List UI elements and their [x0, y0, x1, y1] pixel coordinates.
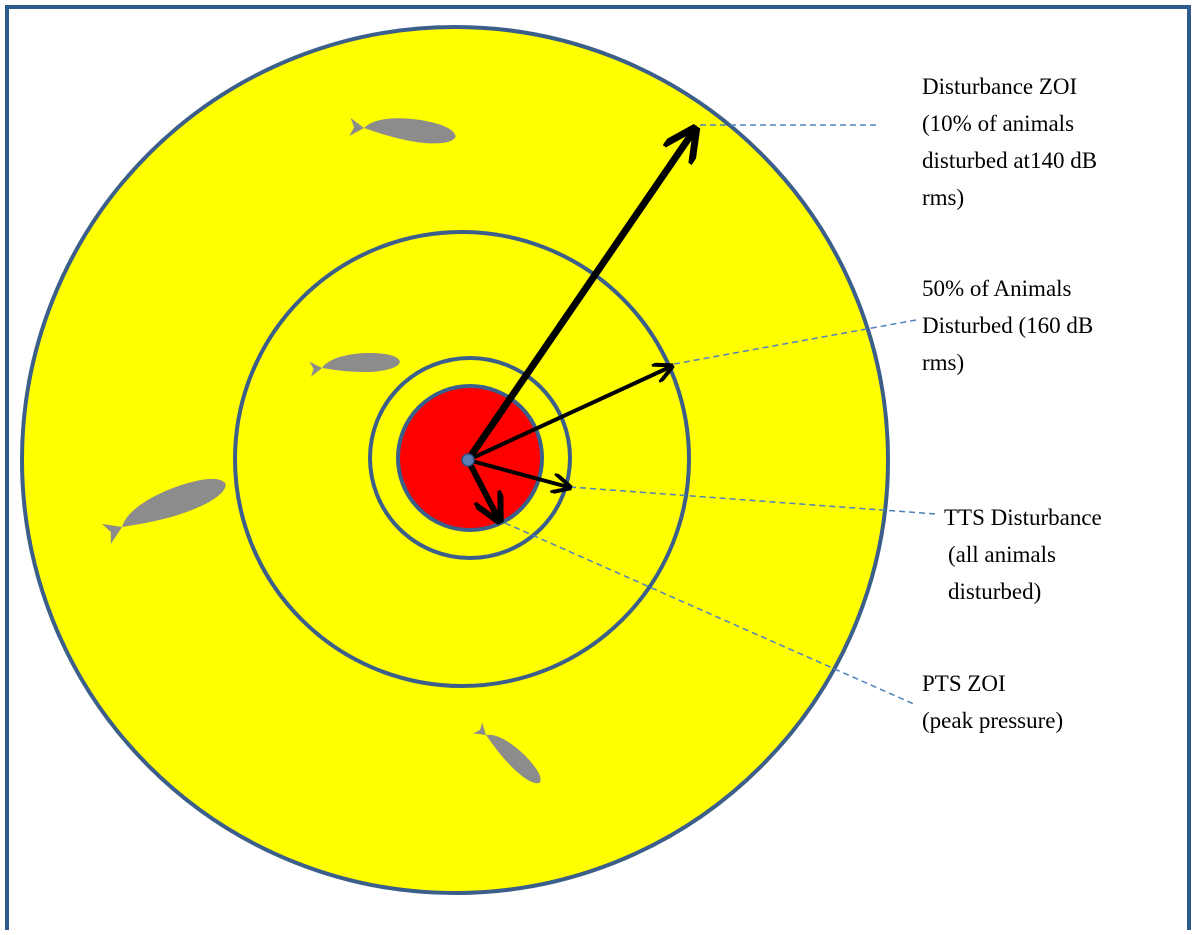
- arrow-50pct-radius: [467, 367, 670, 462]
- frame-border: [5, 5, 1191, 935]
- arrow-pts-radius: [465, 458, 498, 518]
- label-fifty-percent-disturbed: 50% of Animals Disturbed (160 dB rms): [922, 270, 1093, 381]
- label-pts-zoi: PTS ZOI (peak pressure): [922, 665, 1063, 739]
- label-tts-line-3: disturbed): [948, 579, 1042, 604]
- label-50pct-line-1: 50% of Animals: [922, 276, 1072, 301]
- label-50pct-line-3: rms): [922, 350, 965, 375]
- label-pts-line-1: PTS ZOI: [922, 671, 1006, 696]
- leader-line-tts: [569, 486, 937, 515]
- label-disturbance-line-2: (10% of animals: [922, 111, 1075, 136]
- label-disturbance-line-3: disturbed at140 dB: [922, 148, 1098, 173]
- tts-ring: [368, 356, 572, 560]
- label-tts-disturbance: TTS Disturbance (all animals disturbed): [944, 499, 1102, 610]
- leader-line-50pct: [673, 319, 917, 365]
- label-disturbance-line-1: Disturbance ZOI: [922, 74, 1078, 99]
- label-disturbance-line-4: rms): [922, 185, 965, 210]
- label-tts-line-2: (all animals: [948, 542, 1056, 567]
- label-tts-line-1: TTS Disturbance: [944, 505, 1102, 530]
- leader-line-pts: [504, 522, 917, 706]
- label-pts-line-2: (peak pressure): [922, 708, 1064, 733]
- sound-source-dot: [461, 453, 475, 467]
- arrow-tts-radius: [467, 458, 568, 487]
- arrow-disturbance-radius: [465, 132, 693, 462]
- label-disturbance-zoi: Disturbance ZOI (10% of animals disturbe…: [922, 68, 1097, 216]
- label-50pct-line-2: Disturbed (160 dB: [922, 313, 1094, 338]
- fifty-percent-ring: [233, 230, 691, 688]
